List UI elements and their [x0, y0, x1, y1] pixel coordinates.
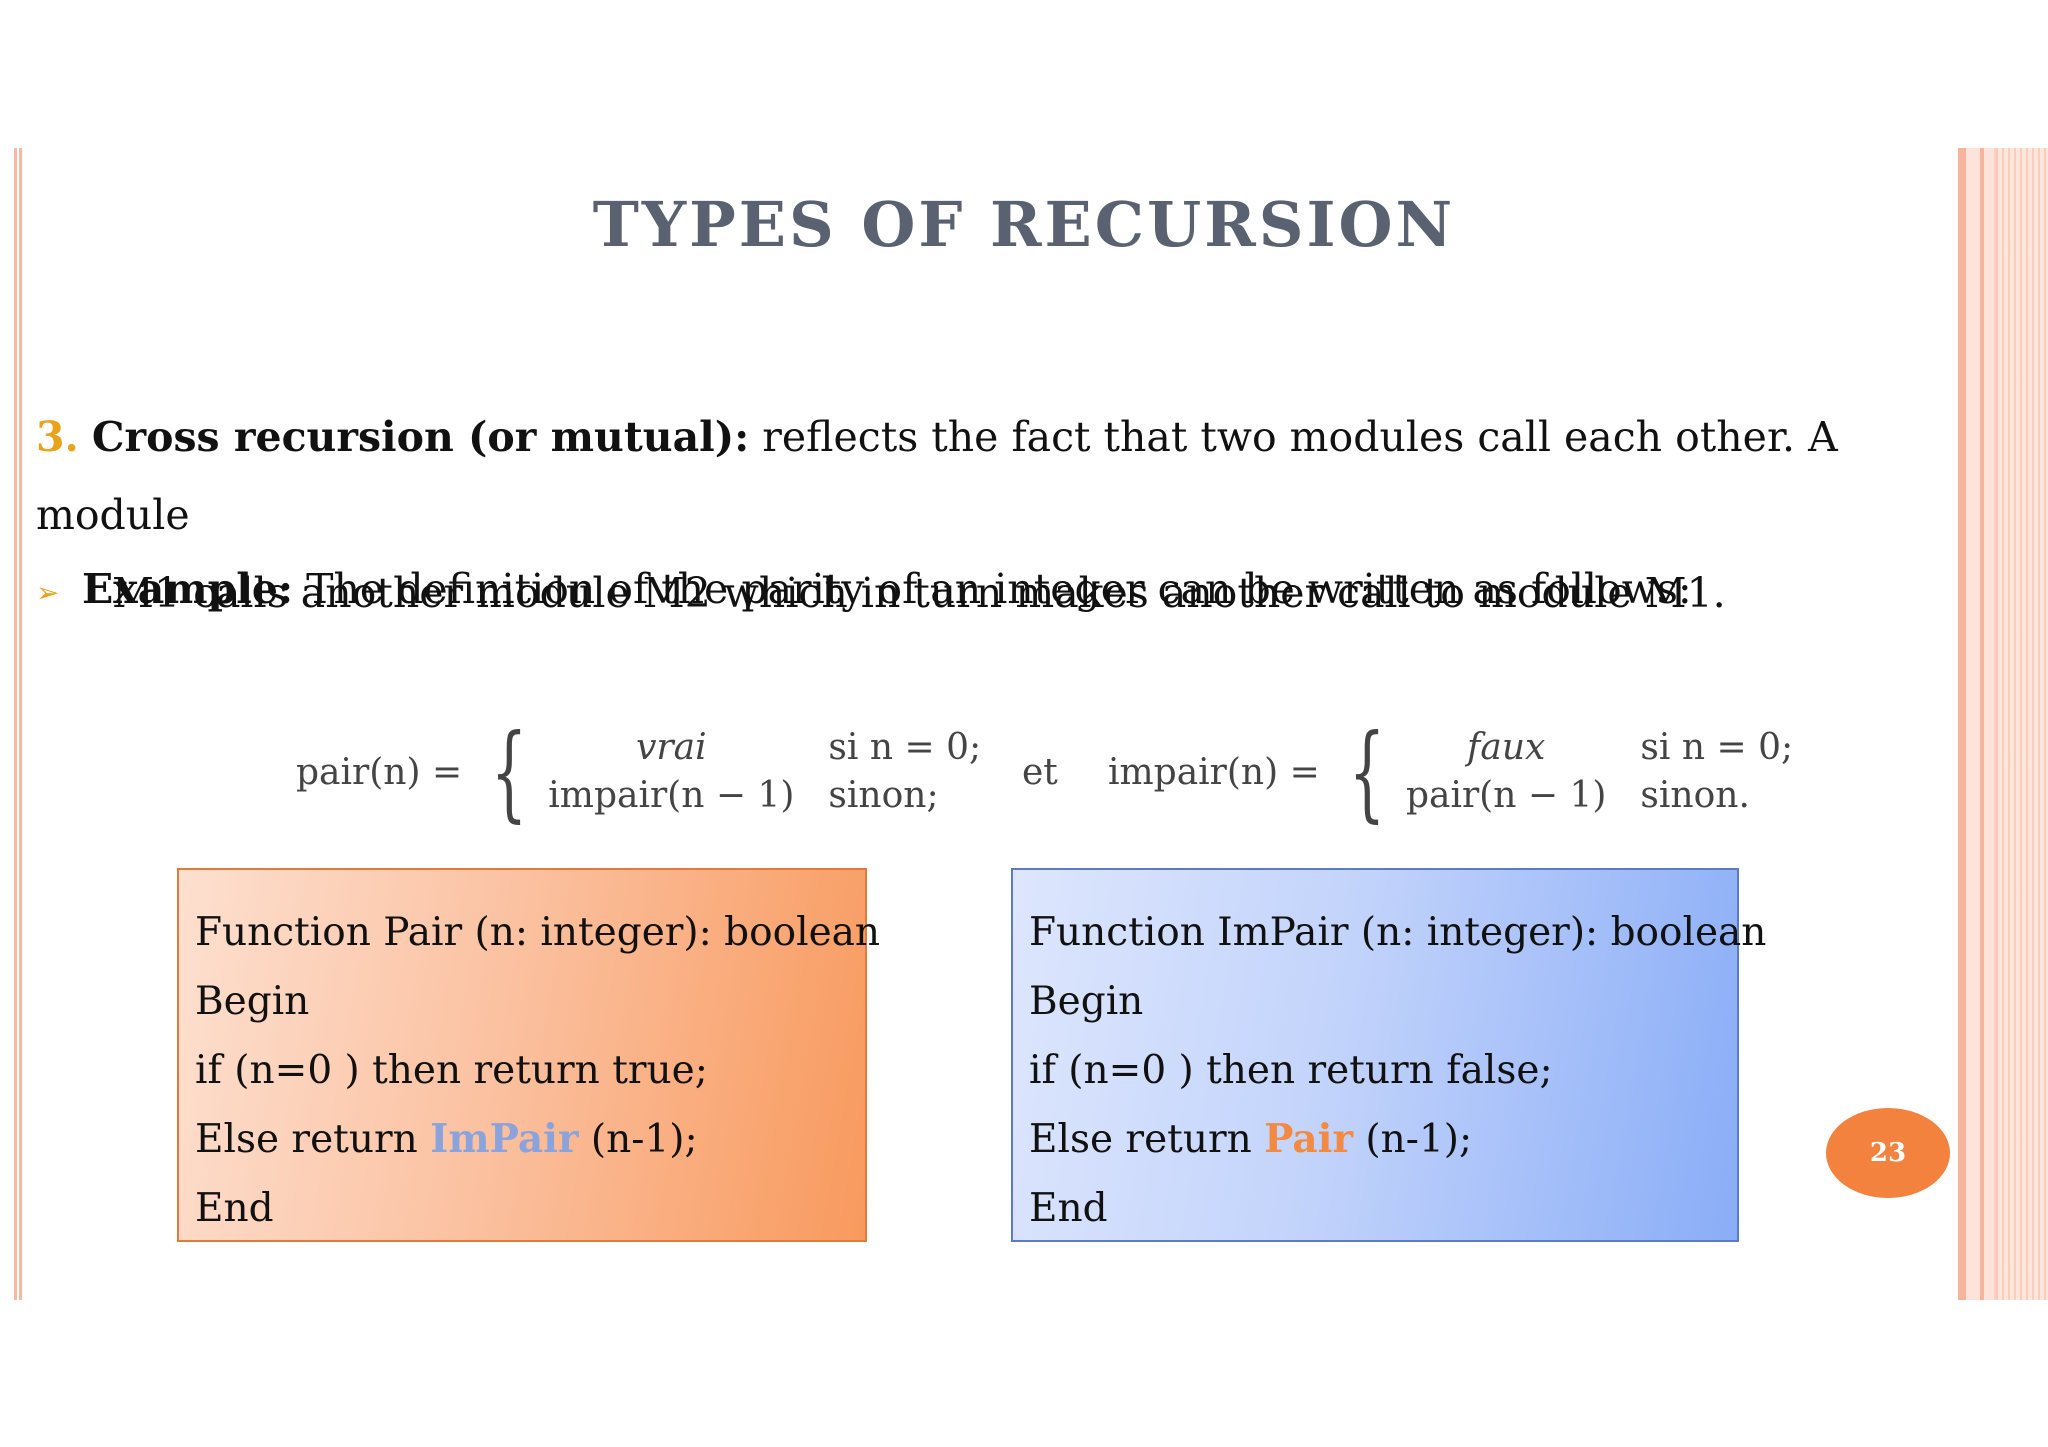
- code-text: Else return: [1029, 1117, 1265, 1162]
- slide-frame-left: [14, 148, 22, 1300]
- slide-frame-right: [1958, 148, 2048, 1300]
- formula-connector: et: [1022, 752, 1058, 793]
- highlighted-call-impair: ImPair: [430, 1116, 579, 1162]
- formula-pair-lhs: pair(n) =: [296, 751, 463, 793]
- code-line: Begin: [195, 979, 310, 1024]
- code-text: (n-1);: [1353, 1117, 1473, 1162]
- code-line: if (n=0 ) then return false;: [1029, 1048, 1553, 1093]
- code-line: Else return Pair (n-1);: [1029, 1105, 1721, 1174]
- term-cross-recursion: Cross recursion (or mutual):: [91, 413, 750, 461]
- example-label: Example:: [82, 565, 294, 613]
- code-line: Else return ImPair (n-1);: [195, 1105, 849, 1174]
- slide-title: TYPES OF RECURSION: [592, 188, 1456, 261]
- code-line: Begin: [1029, 979, 1144, 1024]
- definition-line1: reflects the fact that two modules call …: [36, 413, 1838, 539]
- formula-pair-cases: vrai si n = 0; impair(n − 1) sinon;: [548, 724, 981, 820]
- pair-case1-value: vrai: [636, 727, 707, 768]
- formula-pair: pair(n) = { vrai si n = 0; impair(n − 1)…: [296, 720, 981, 824]
- example-line: ➢ Example: The definition of the parity o…: [36, 565, 1692, 613]
- left-brace-icon: {: [491, 711, 528, 833]
- left-brace-icon: {: [1348, 711, 1386, 833]
- pair-case1-cond: si n = 0;: [828, 727, 982, 768]
- code-line: Function Pair (n: integer): boolean: [195, 910, 881, 955]
- formula-impair-lhs: impair(n) =: [1108, 751, 1320, 793]
- formula-impair-cases: faux si n = 0; pair(n − 1) sinon.: [1406, 724, 1793, 820]
- arrow-bullet-icon: ➢: [36, 576, 60, 609]
- impair-case1-cond: si n = 0;: [1640, 727, 1794, 768]
- cross-recursion-definition: 3. Cross recursion (or mutual): reflects…: [36, 398, 1936, 632]
- code-line: End: [1029, 1186, 1108, 1231]
- code-line: if (n=0 ) then return true;: [195, 1048, 708, 1093]
- code-box-impair: Function ImPair (n: integer): boolean Be…: [1011, 868, 1767, 1242]
- code-box-pair: Function Pair (n: integer): boolean Begi…: [177, 868, 881, 1242]
- code-text: Else return: [195, 1117, 431, 1162]
- impair-case2-value: pair(n − 1): [1405, 775, 1607, 816]
- page-number-badge: 23: [1826, 1108, 1950, 1198]
- item-number: 3.: [36, 413, 79, 461]
- highlighted-call-pair: Pair: [1264, 1116, 1354, 1162]
- impair-case2-cond: sinon.: [1640, 775, 1750, 816]
- example-text: The definition of the parity of an integ…: [293, 565, 1692, 613]
- impair-case1-value: faux: [1467, 727, 1546, 768]
- pair-case2-value: impair(n − 1): [548, 775, 795, 816]
- pair-case2-cond: sinon;: [828, 775, 939, 816]
- code-text: (n-1);: [578, 1117, 698, 1162]
- code-line: End: [195, 1186, 274, 1231]
- code-line: Function ImPair (n: integer): boolean: [1029, 910, 1767, 955]
- definition-line2: M1 calls another module M2 which in turn…: [112, 569, 1726, 617]
- formula-impair: impair(n) = { faux si n = 0; pair(n − 1)…: [1108, 720, 1793, 824]
